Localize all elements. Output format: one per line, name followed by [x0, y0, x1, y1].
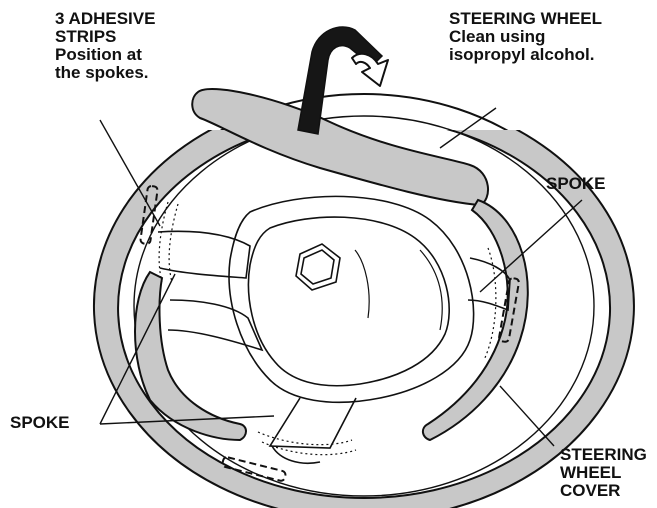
label-spoke-left: SPOKE: [10, 414, 70, 432]
label-steering-wheel: STEERING WHEEL Clean using isopropyl alc…: [449, 10, 602, 64]
curved-peel-arrow-icon: [352, 54, 388, 86]
label-spoke-right: SPOKE: [546, 175, 606, 193]
label-adhesive-strips: 3 ADHESIVE STRIPS Position at the spokes…: [55, 10, 155, 82]
label-wheel-cover: STEERING WHEEL COVER: [560, 446, 647, 500]
airbag-hub: [229, 196, 474, 402]
